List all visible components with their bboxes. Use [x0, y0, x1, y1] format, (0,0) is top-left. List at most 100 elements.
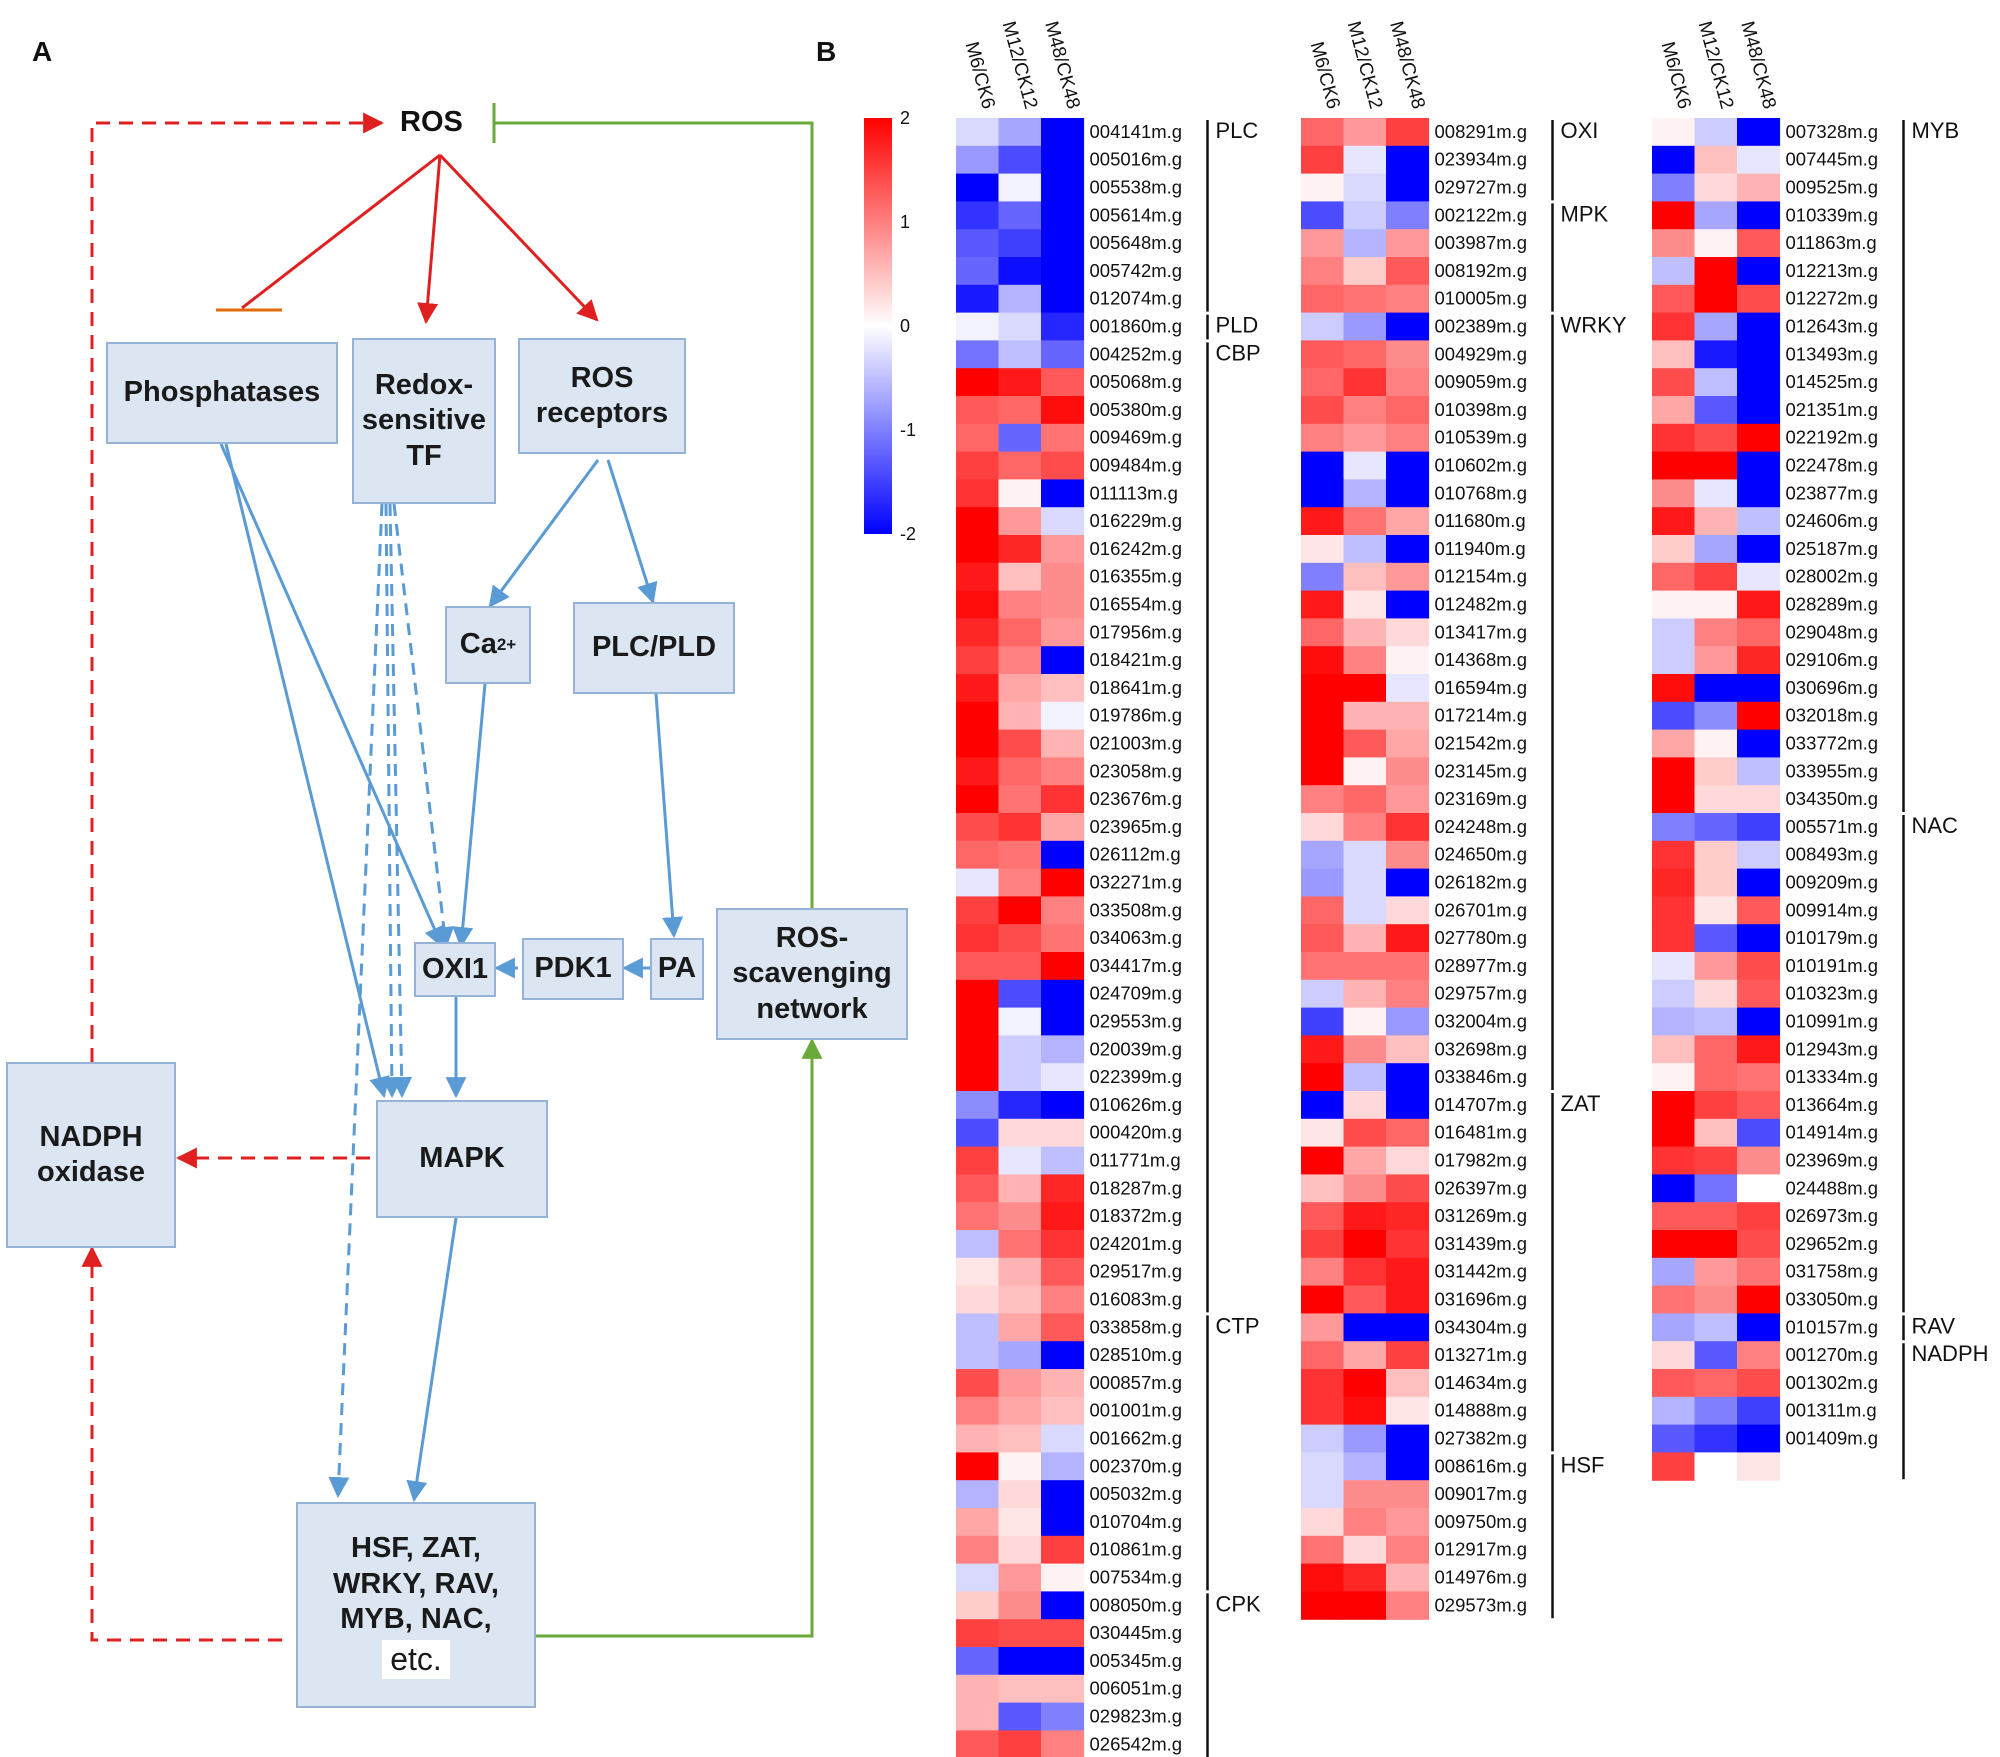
heatmap-cell — [956, 1730, 1000, 1757]
column-header: M12/CK12 — [1343, 19, 1387, 111]
heatmap-cell — [998, 284, 1042, 314]
heatmap-cell — [1343, 1146, 1387, 1175]
heatmap-cell — [1386, 173, 1430, 202]
gene-label: 023965m.g — [1090, 816, 1183, 837]
phosphatases-box: Phosphatases — [106, 342, 338, 444]
heatmap-cell — [1041, 952, 1085, 981]
heatmap-cell — [1737, 423, 1781, 453]
heatmap-cell — [1694, 1063, 1738, 1092]
heatmap-cell — [1041, 1563, 1085, 1592]
heatmap-cell — [998, 674, 1042, 703]
heatmap-cell — [1652, 952, 1696, 981]
heatmap-cell — [1343, 1396, 1387, 1426]
gene-label: 026397m.g — [1435, 1177, 1528, 1198]
heatmap-cell — [1386, 1146, 1430, 1175]
heatmap-cell — [1301, 729, 1345, 758]
gene-label: 012643m.g — [1786, 316, 1879, 337]
heatmap-cell — [1301, 451, 1345, 480]
gene-label: 010539m.g — [1435, 427, 1528, 448]
column-header: M6/CK6 — [1657, 40, 1695, 112]
heatmap-cell — [1652, 229, 1696, 258]
heatmap-cell — [1386, 368, 1430, 397]
heatmap-cell — [956, 729, 1000, 758]
heatmap-cell — [998, 979, 1042, 1009]
heatmap-cell — [1737, 1202, 1781, 1231]
heatmap-cell — [998, 257, 1042, 286]
heatmap-cell — [998, 1591, 1042, 1620]
heatmap-cell — [1386, 1091, 1430, 1120]
heatmap-cell — [1652, 396, 1696, 425]
heatmap-cell — [956, 1174, 1000, 1203]
gene-label: 014634m.g — [1435, 1372, 1528, 1393]
gene-label: 008192m.g — [1435, 260, 1528, 281]
heatmap-cell — [1343, 979, 1387, 1009]
gene-label: 001270m.g — [1786, 1344, 1879, 1365]
heatmap-cell — [1652, 1202, 1696, 1231]
heatmap-cell — [1343, 507, 1387, 536]
gene-label: 007328m.g — [1786, 121, 1879, 142]
gene-label: 016594m.g — [1435, 677, 1528, 698]
gene-label: 009484m.g — [1090, 455, 1183, 476]
gene-label: 025187m.g — [1786, 538, 1879, 559]
heatmap-cell — [1301, 1118, 1345, 1148]
heatmap-cell — [1694, 535, 1738, 564]
gene-label: 023676m.g — [1090, 788, 1183, 809]
heatmap-cell — [1301, 1285, 1345, 1314]
gene-label: 024606m.g — [1786, 510, 1879, 531]
heatmap-cell — [1737, 229, 1781, 258]
heatmap-cell — [1737, 1118, 1781, 1148]
heatmap-cell — [1301, 1508, 1345, 1537]
gene-label: 027382m.g — [1435, 1428, 1528, 1449]
heatmap-cell — [998, 118, 1042, 147]
heatmap-cell — [1737, 924, 1781, 953]
heatmap-cell — [1301, 1257, 1345, 1287]
heatmap-cell — [1041, 1424, 1085, 1453]
heatmap-cell — [1041, 562, 1085, 592]
heatmap-cell — [1386, 646, 1430, 675]
heatmap-cell — [998, 1674, 1042, 1704]
heatmap-cell — [1694, 368, 1738, 397]
heatmap-cell — [956, 368, 1000, 397]
gene-label: 027780m.g — [1435, 927, 1528, 948]
heatmap-cell — [1041, 1508, 1085, 1537]
heatmap-cell — [1301, 924, 1345, 953]
heatmap-cell — [956, 896, 1000, 925]
heatmap-cell — [1652, 1396, 1696, 1426]
heatmap-cell — [1652, 840, 1696, 870]
heatmap-cell — [1343, 201, 1387, 230]
heatmap-cell — [956, 785, 1000, 814]
heatmap-cell — [1041, 201, 1085, 230]
heatmap-cell — [1301, 952, 1345, 981]
heatmap-cell — [1737, 674, 1781, 703]
heatmap-cell — [1694, 701, 1738, 731]
heatmap-cell — [998, 1257, 1042, 1287]
heatmap-cell — [998, 396, 1042, 425]
heatmap-cell — [1737, 1007, 1781, 1036]
heatmap-cell — [956, 1146, 1000, 1175]
gene-label: 033508m.g — [1090, 899, 1183, 920]
heatmap-cell — [1343, 340, 1387, 369]
heatmap-cell — [1301, 479, 1345, 508]
heatmap-cell — [1301, 1091, 1345, 1120]
gene-label: 033955m.g — [1786, 760, 1879, 781]
heatmap-cell — [1041, 1230, 1085, 1259]
group-label: HSF — [1561, 1452, 1605, 1477]
heatmap-cell — [998, 924, 1042, 953]
heatmap-cell — [1301, 312, 1345, 341]
gene-label: 023145m.g — [1435, 760, 1528, 781]
gene-label: 009914m.g — [1786, 899, 1879, 920]
gene-label: 032271m.g — [1090, 872, 1183, 893]
heatmap-cell — [1041, 896, 1085, 925]
gene-label: 029823m.g — [1090, 1706, 1183, 1727]
heatmap-cell — [1343, 173, 1387, 202]
gene-label: 028977m.g — [1435, 955, 1528, 976]
heatmap-cell — [1737, 562, 1781, 592]
heatmap-cell — [1737, 1035, 1781, 1064]
gene-label: 012272m.g — [1786, 288, 1879, 309]
heatmap-cell — [1041, 757, 1085, 786]
gene-label: 031696m.g — [1435, 1289, 1528, 1310]
heatmap-cell — [1694, 979, 1738, 1009]
heatmap-cell — [1652, 118, 1696, 147]
heatmap-cell — [1343, 1452, 1387, 1481]
gene-label: 018641m.g — [1090, 677, 1183, 698]
